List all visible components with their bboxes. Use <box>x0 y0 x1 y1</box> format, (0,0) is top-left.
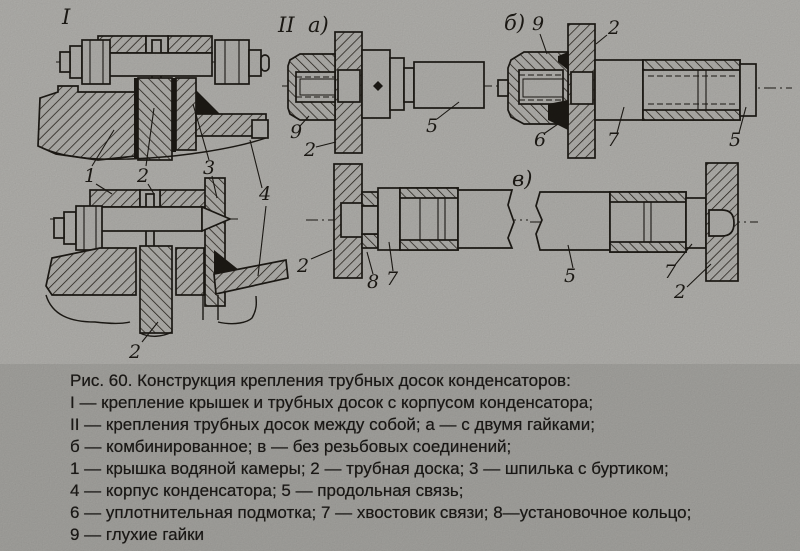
caption-line-9: 9 — глухие гайки <box>70 525 205 544</box>
section-label-v: в) <box>512 167 532 191</box>
part-label-9-cap-nut: 9 <box>532 13 544 35</box>
part-label-7-tie-shank: 7 <box>386 268 399 290</box>
part-label-5-longitudinal-tie: 5 <box>426 115 438 137</box>
diagram-I-cover-fastening: I <box>37 5 289 363</box>
part-label-8-setting-ring: 8 <box>367 271 379 293</box>
part-label-3-collar-stud: 3 <box>203 157 215 179</box>
caption-line-1-2-3: 1 — крышка водяной камеры; 2 — трубная д… <box>70 459 669 478</box>
section-label-II: II <box>277 13 295 37</box>
part-label-9-cap-nut: 9 <box>290 121 302 143</box>
part-label-7-tie-shank: 7 <box>607 129 620 151</box>
caption-line-b-v: б — комбинированное; в — без резьбовых с… <box>70 437 512 456</box>
part-label-7-tie-shank: 7 <box>664 261 677 283</box>
part-label-2-tube-sheet: 2 <box>303 139 316 161</box>
caption-line-II: II — крепления трубных досок между собой… <box>70 415 595 434</box>
part-label-1-water-chamber-cover: 1 <box>84 165 96 187</box>
part-label-2-tube-sheet: 2 <box>136 165 149 187</box>
part-label-4-condenser-shell: 4 <box>258 183 271 205</box>
diagram-v-right-threadless: 5 7 2 <box>530 162 758 303</box>
section-label-a: а) <box>308 13 329 37</box>
diagram-v-left-threadless: в) 2 8 7 <box>296 163 532 293</box>
section-label-b: б) <box>504 11 525 35</box>
technical-drawing: I <box>37 5 792 363</box>
figure-60-diagram: I <box>37 5 792 363</box>
part-label-2-tube-sheet: 2 <box>296 255 309 277</box>
figure-caption: Рис. 60. Конструкция крепления трубных д… <box>0 364 800 551</box>
part-label-5-longitudinal-tie: 5 <box>564 265 576 287</box>
caption-title: Рис. 60. Конструкция крепления трубных д… <box>70 371 571 390</box>
diagram-b-combined: б) <box>497 11 792 159</box>
part-label-2-tube-sheet: 2 <box>673 281 686 303</box>
caption-line-6-7-8: 6 — уплотнительная подмотка; 7 — хвостов… <box>70 503 692 522</box>
section-label-I: I <box>61 5 71 29</box>
part-label-6-seal-winding: 6 <box>534 129 546 151</box>
part-label-2-tube-sheet-bottom: 2 <box>128 341 141 363</box>
part-label-2-tube-sheet: 2 <box>607 17 620 39</box>
diagram-II-a-two-nuts: II а) 9 2 5 <box>277 13 498 161</box>
part-label-5-longitudinal-tie: 5 <box>729 129 741 151</box>
caption-line-4-5: 4 — корпус конденсатора; 5 — продольная … <box>70 481 464 500</box>
caption-line-I: I — крепление крышек и трубных досок с к… <box>70 393 594 412</box>
